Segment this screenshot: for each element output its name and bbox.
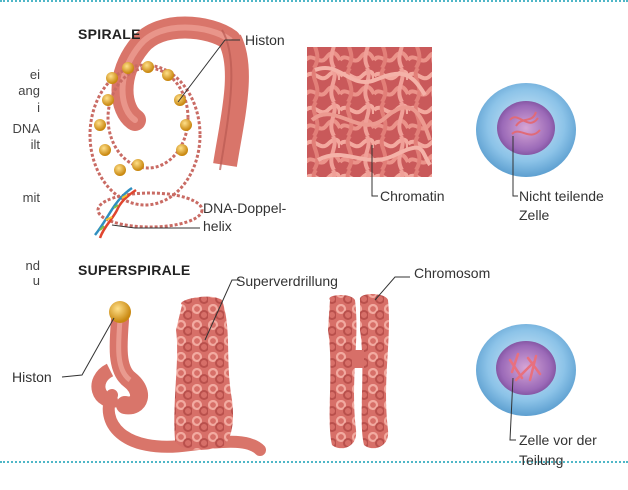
chromosome <box>328 294 389 448</box>
label-supercoiling: Superverdrillung <box>236 273 338 289</box>
label-dna-helix-line1: DNA-Doppel- <box>203 200 286 216</box>
label-histone-bottom: Histon <box>12 369 52 385</box>
dividing-cell <box>476 324 576 416</box>
supercoiled-column <box>174 297 233 450</box>
heading-superspirale: SUPERSPIRALE <box>78 262 191 278</box>
label-histone-top: Histon <box>245 32 285 48</box>
dna-double-helix <box>95 188 136 238</box>
label-cell-before-division-line1: Zelle vor der <box>519 432 597 448</box>
label-non-dividing-cell-line1: Nicht teilende <box>519 188 604 204</box>
label-cell-before-division-line2: Teilung <box>519 452 563 468</box>
label-non-dividing-cell-line2: Zelle <box>519 207 549 223</box>
heading-spirale: SPIRALE <box>78 26 141 42</box>
label-chromosome: Chromosom <box>414 265 490 281</box>
non-dividing-cell <box>476 83 576 177</box>
chromatin-image <box>307 47 432 177</box>
label-chromatin: Chromatin <box>380 188 445 204</box>
label-dna-helix-line2: helix <box>203 218 232 234</box>
